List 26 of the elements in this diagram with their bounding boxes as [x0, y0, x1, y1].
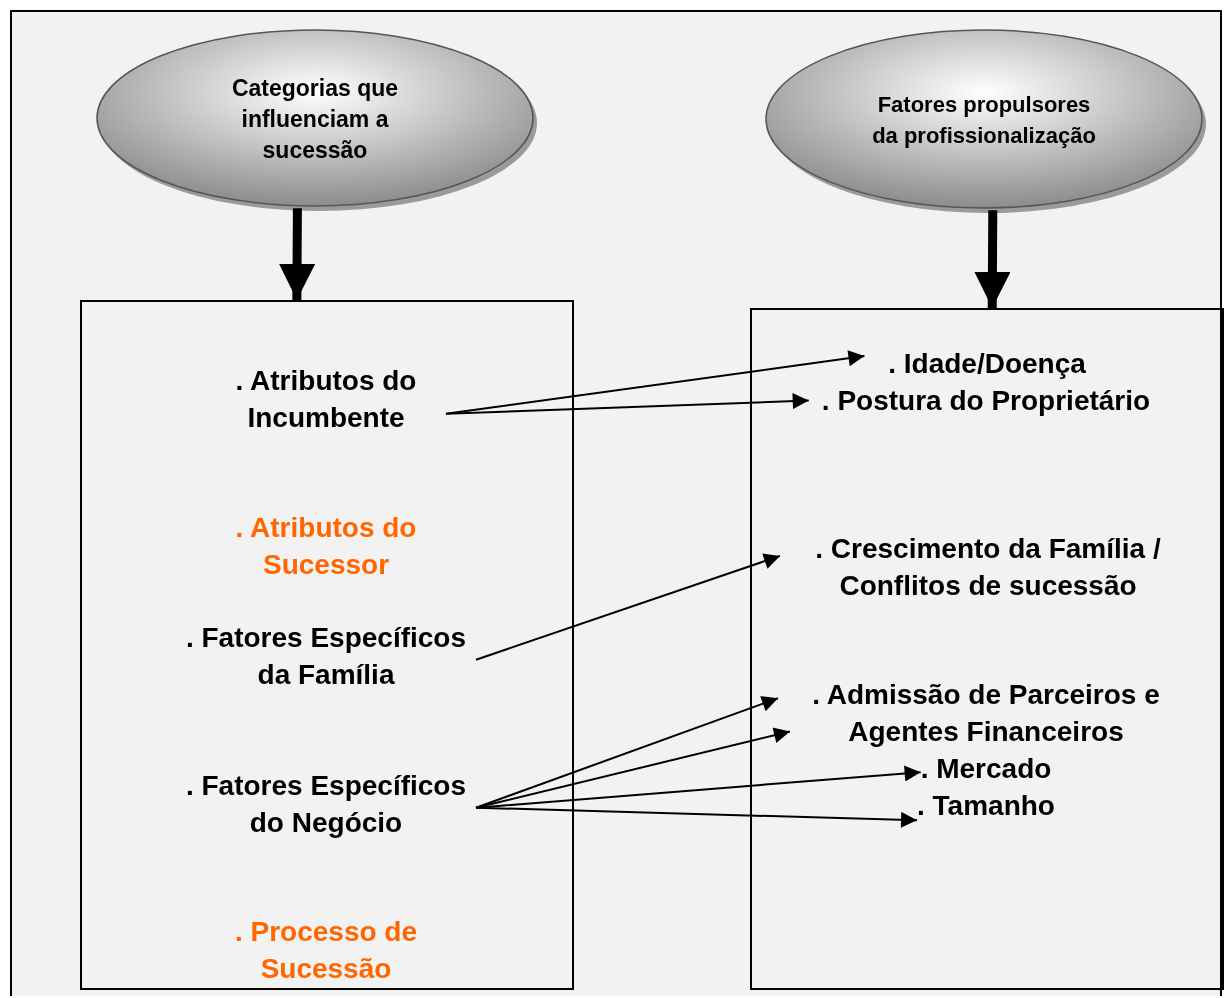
arrow — [475, 806, 919, 828]
arrow — [475, 696, 779, 809]
list-item: . Postura do Proprietário — [821, 382, 1151, 419]
category-box — [80, 300, 574, 990]
list-item: . Atributos do Incumbente — [206, 362, 446, 436]
list-item: . Tamanho — [917, 787, 1055, 824]
ellipse-label: Fatores propulsores da profissionalização — [871, 91, 1097, 150]
arrow — [475, 553, 781, 661]
list-item: . Mercado — [920, 750, 1052, 787]
ellipse-node — [764, 28, 1204, 212]
arrow — [279, 208, 316, 300]
arrow — [974, 210, 1011, 309]
arrow — [475, 727, 791, 809]
list-item: . Admissão de Parceiros e Agentes Financeiros — [786, 676, 1186, 750]
ellipse-node — [95, 28, 535, 210]
list-item: . Fatores Específicos do Negócio — [176, 767, 476, 841]
arrow — [445, 350, 866, 415]
list-item: . Fatores Específicos da Família — [176, 619, 476, 693]
arrow — [445, 393, 810, 415]
ellipse-label: Categorias que influenciam a sucessão — [230, 73, 400, 165]
list-item: . Processo de Sucessão — [211, 913, 441, 987]
list-item: . Crescimento da Família / Conflitos de sucessão — [788, 530, 1188, 604]
list-item: . Idade/Doença — [888, 345, 1086, 382]
list-item: . Atributos do Sucessor — [211, 509, 441, 583]
arrow — [475, 765, 922, 809]
category-box — [750, 308, 1224, 990]
